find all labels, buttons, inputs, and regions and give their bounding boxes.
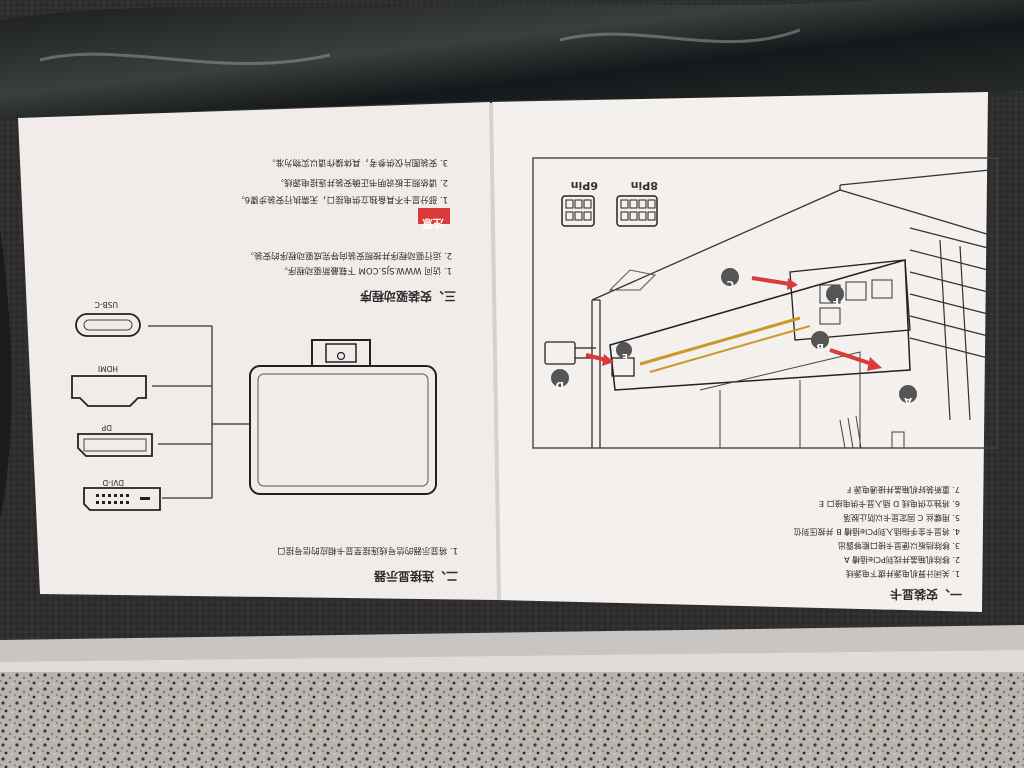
right-page-content: 8Pin 6Pin — [532, 157, 998, 602]
left-page-content: 3. 安装图片仅供参考，具体操作请以实物为准。 2. 请依照主板说明书正确安装并… — [71, 157, 458, 584]
dvi-d-port-icon — [83, 487, 161, 511]
callout-e: E — [616, 342, 632, 361]
callout-c: C — [721, 268, 739, 289]
section-three-title: 三、安装驱动程序 — [360, 289, 456, 304]
callout-f: F — [826, 285, 844, 306]
svg-text:B: B — [816, 341, 824, 352]
callout-a: A — [899, 385, 917, 406]
port-label-dvi-d: DVI-D — [102, 478, 124, 487]
callout-d: D — [551, 369, 569, 390]
usb-c-port-icon — [75, 313, 141, 337]
install-step-5: 5. 用螺丝 C 固定显卡以防止脱落 — [843, 513, 960, 523]
section-one-title: 一、安装显卡 — [890, 587, 962, 602]
install-step-2: 2. 移除机箱盖并找到PCIe插槽 A — [844, 555, 960, 565]
notice-item-1: 1. 部分显卡不具备独立供电接口，无需执行安装步骤6。 — [236, 194, 448, 205]
power-connector-6pin-icon — [561, 195, 595, 227]
manual-left-page — [18, 102, 498, 600]
installation-diagram-frame — [532, 157, 998, 449]
svg-text:E: E — [622, 351, 628, 361]
callout-b: B — [811, 331, 829, 352]
connector-label-6pin: 6Pin — [571, 179, 598, 192]
port-label-dp: DP — [101, 423, 112, 432]
port-label-hdmi: HDMI — [98, 364, 118, 373]
svg-text:C: C — [727, 278, 734, 289]
install-step-1: 1. 关闭计算机电源并拔下电源线 — [846, 569, 960, 579]
install-driver-step-2: 2. 运行驱动程序并按照安装向导完成驱动程序的安装。 — [246, 250, 452, 261]
svg-text:D: D — [556, 379, 564, 390]
notice-badge — [418, 208, 450, 224]
connect-monitor-step-1: 1. 将显示器的信号线连接至显卡相应的信号接口 — [277, 545, 458, 556]
notice-item-3: 3. 安装图片仅供参考，具体操作请以实物为准。 — [267, 157, 448, 168]
section-two-title: 二、连接显示器 — [373, 569, 458, 584]
install-step-4: 4. 将显卡金手指插入到PCIe插槽 B 并按压到位 — [794, 527, 960, 537]
svg-text:A: A — [904, 395, 912, 406]
install-step-6: 6. 将独立供电线 D 插入显卡供电接口 E — [819, 499, 960, 509]
svg-text:F: F — [832, 295, 839, 306]
plastic-bag — [0, 0, 1024, 120]
notice-label: 注意 — [422, 217, 444, 231]
install-step-7: 7. 重新装好机箱盖并接通电源 F — [846, 485, 960, 495]
install-driver-step-1: 1. 访问 WWW.SJS.COM 下载最新驱动程序。 — [279, 265, 452, 276]
displayport-port-icon — [77, 433, 153, 457]
port-label-usb-c: USB-C — [95, 300, 118, 309]
connector-label-8pin: 8Pin — [631, 179, 658, 192]
granite-surface — [0, 655, 1024, 768]
notice-item-2: 2. 请依照主板说明书正确安装并连接电源线。 — [276, 177, 448, 188]
pc-case-drawing — [591, 169, 991, 448]
power-connector-8pin-icon — [616, 195, 658, 227]
install-step-3: 3. 移除挡板以便显卡接口能够露出 — [838, 541, 960, 551]
monitor-icon — [249, 365, 437, 495]
hdmi-port-icon — [71, 375, 147, 407]
